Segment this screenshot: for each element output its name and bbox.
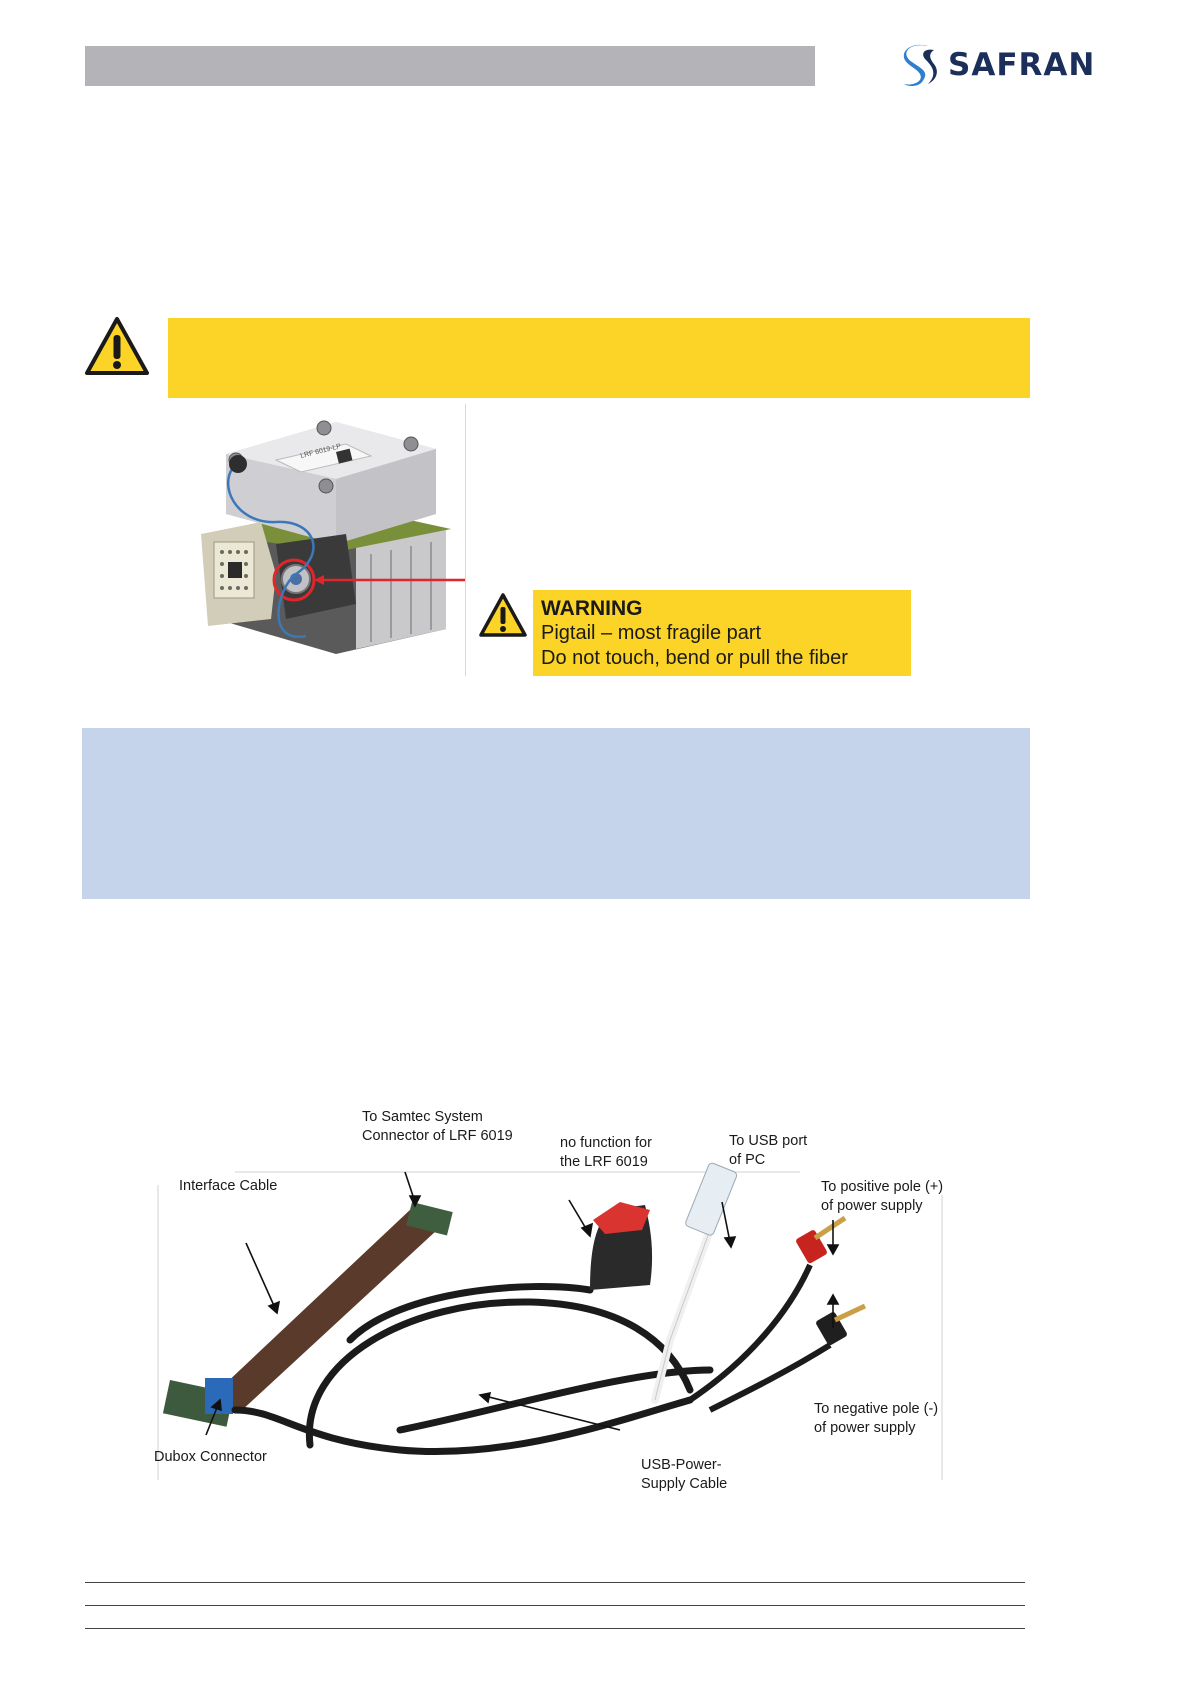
label-interface-cable: Interface Cable <box>179 1178 278 1194</box>
label-usb-port: To USB port of PC <box>729 1133 808 1168</box>
footer-rule-3 <box>85 1628 1025 1629</box>
label-samtec-connector: To Samtec System Connector of LRF 6019 <box>362 1109 513 1144</box>
safran-swoosh-icon <box>903 44 937 87</box>
header-bar <box>85 46 815 86</box>
interface-cable <box>206 1208 450 1412</box>
brand-name: SAFRAN <box>948 47 1096 83</box>
warning-line-2: Do not touch, bend or pull the fiber <box>541 647 848 669</box>
warning-line-1: Pigtail – most fragile part <box>541 622 762 644</box>
label-no-function: no function for the LRF 6019 <box>560 1135 652 1170</box>
note-box <box>82 728 1030 899</box>
cable-figure: To Samtec System Connector of LRF 6019 n… <box>150 1109 950 1510</box>
photo-divider <box>465 404 466 676</box>
label-negative-pole: To negative pole (-) of power supply <box>814 1401 939 1436</box>
pigtail-warning-box: WARNING Pigtail – most fragile part Do n… <box>533 590 911 676</box>
warning-title: WARNING <box>541 597 643 620</box>
warning-banner <box>168 318 1030 398</box>
safran-logo: SAFRAN <box>898 40 1118 90</box>
footer-rule-2 <box>85 1605 1025 1606</box>
label-positive-pole: To positive pole (+) of power supply <box>821 1179 944 1214</box>
warning-triangle-icon <box>85 317 149 375</box>
footer-rule-1 <box>85 1582 1025 1583</box>
lrf-module-photo: LRF 6019-LP <box>196 404 466 676</box>
label-dubox-connector: Dubox Connector <box>154 1449 267 1465</box>
warning-triangle-small-icon <box>479 593 527 637</box>
label-usb-power-cable: USB-Power- Supply Cable <box>641 1457 728 1492</box>
